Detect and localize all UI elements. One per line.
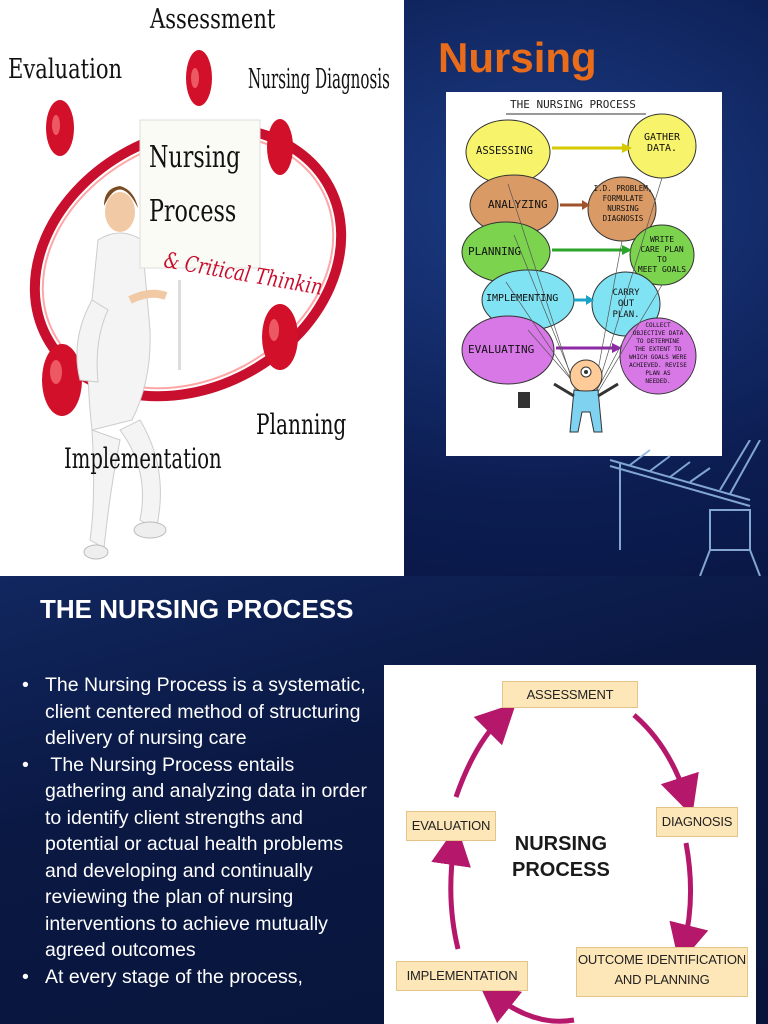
cartoon-drawing: [461, 113, 697, 433]
bottom-slide: THE NURSING PROCESS •The Nursing Process…: [0, 576, 768, 1024]
bubble-line: I.D. PROBLEM,: [593, 184, 653, 193]
top-slide: Assessment Evaluation Nursing Diagnosis …: [0, 0, 768, 576]
label-center-nursing: Nursing: [149, 140, 241, 175]
bubble-assessing: ASSESSING: [476, 145, 533, 157]
cycle-center-line2: PROCESS: [512, 859, 610, 881]
bubble-line: COLLECT: [645, 322, 671, 329]
cycle-center-line1: NURSING: [514, 833, 608, 855]
cycle-outcome-line1: OUTCOME IDENTIFICATION: [578, 952, 746, 967]
bubble-planning: PLANNING: [468, 245, 521, 258]
bubble-line: PLAN AS: [645, 370, 671, 377]
bubble-implementing: IMPLEMENTING: [486, 293, 559, 304]
bubble-line: OUT: [617, 299, 635, 309]
bullet-text-2: The Nursing Process entails gathering an…: [45, 753, 373, 962]
bubble-line: THE EXTENT TO: [634, 346, 682, 353]
bubble-line: DATA.: [646, 143, 678, 154]
cycle-outcome-line2: AND PLANNING: [614, 972, 710, 987]
cycle-center-title: NURSING PROCESS: [512, 831, 610, 883]
bubble-line: ACHIEVED. REVISE: [629, 362, 687, 369]
bubble-analyzing: ANALYZING: [488, 198, 548, 211]
bubble-line: DIAGNOSIS: [602, 214, 644, 223]
slide-title: THE NURSING PROCESS: [40, 594, 354, 624]
bubble-line: CARE PLAN: [640, 245, 684, 254]
label-center-process: Process: [149, 194, 237, 229]
label-nursing-diagnosis: Nursing Diagnosis: [248, 64, 390, 95]
ring-beads: [42, 50, 298, 416]
ring-diagram: [29, 50, 347, 560]
bubble-evaluating: EVALUATING: [468, 343, 535, 356]
bubble-line: PLAN.: [612, 310, 640, 320]
cycle-diagnosis: DIAGNOSIS: [656, 807, 738, 837]
bullet-text-1: The Nursing Process is a systematic, cli…: [45, 674, 366, 749]
label-implementation: Implementation: [64, 442, 222, 475]
bullet-list: •The Nursing Process is a systematic, cl…: [22, 672, 372, 990]
cycle-arrows: [431, 702, 709, 1024]
bubble-line: MEET GOALS: [637, 265, 687, 274]
bubble-line: GATHER: [643, 132, 681, 143]
cycle-implementation: IMPLEMENTATION: [396, 961, 528, 991]
nursing-process-cycle: ASSESSMENT DIAGNOSIS EVALUATION OUTCOME …: [384, 665, 756, 1024]
bubble-line: WRITE: [649, 235, 675, 244]
bubble-line: TO: [657, 255, 667, 264]
cycle-assessment: ASSESSMENT: [502, 681, 638, 708]
bubble-line: NEEDED.: [645, 378, 671, 385]
cycle-evaluation: EVALUATION: [406, 811, 496, 841]
cartoon-figure: [553, 359, 619, 433]
bubble-line: FORMULATE: [602, 194, 644, 203]
nurse-figure: [76, 186, 181, 560]
cartoon-title: THE NURSING PROCESS: [510, 98, 636, 111]
list-item: •At every stage of the process,: [22, 964, 372, 991]
nursing-process-cartoon: THE NURSING PROCESS: [446, 92, 722, 456]
cycle-evaluation-label: EVALUATION: [411, 818, 491, 833]
bubble-line: TO DETERMINE: [636, 338, 680, 345]
label-evaluation: Evaluation: [8, 54, 123, 85]
bullet-text-3: At every stage of the process,: [45, 965, 303, 988]
label-assessment: Assessment: [150, 4, 276, 35]
bubble-line: NURSING: [607, 204, 639, 213]
bubble-line: CARRY: [612, 288, 640, 298]
list-item: • The Nursing Process entails gathering …: [22, 752, 372, 964]
list-item: •The Nursing Process is a systematic, cl…: [22, 672, 372, 752]
cycle-outcome-planning: OUTCOME IDENTIFICATION AND PLANNING: [576, 947, 748, 997]
bubble-line: OBJECTIVE DATA: [632, 330, 684, 337]
label-planning: Planning: [256, 408, 347, 441]
nursing-process-illustration: Assessment Evaluation Nursing Diagnosis …: [0, 0, 404, 576]
bubble-line: WHICH GOALS WERE: [629, 354, 687, 361]
slide-heading-nursing: Nursing: [438, 34, 597, 81]
crane-decoration: [609, 440, 761, 576]
